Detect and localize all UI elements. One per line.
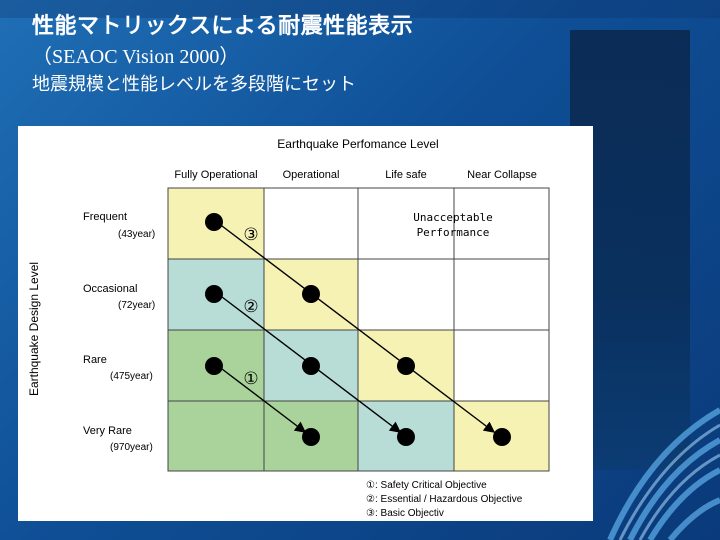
point-very-rare-operational xyxy=(302,428,320,446)
legend-safety-critical: ①: Safety Critical Objective xyxy=(366,480,487,491)
row-label-frequent: Frequent xyxy=(83,211,127,223)
marker-safety-critical-objective: ① xyxy=(243,369,258,388)
slide-subtitle-source: （SEAOC Vision 2000） xyxy=(32,46,240,68)
point-occasional-operational xyxy=(302,285,320,303)
performance-matrix-panel: Earthquake Perfomance Level Earthquake D… xyxy=(18,126,593,521)
top-band xyxy=(0,0,720,18)
unacceptable-label-line1: Unacceptable xyxy=(413,211,492,224)
point-rare-operational xyxy=(302,357,320,375)
column-header-fully-operational: Fully Operational xyxy=(174,169,257,181)
row-period-rare: (475year) xyxy=(110,371,153,382)
cell-occasional-near-collapse xyxy=(454,259,549,330)
point-rare-life-safe xyxy=(397,357,415,375)
legend-essential-hazardous: ②: Essential / Hazardous Objective xyxy=(366,494,523,505)
performance-points xyxy=(205,213,511,446)
legend-basic: ③: Basic Objectiv xyxy=(366,508,444,519)
marker-essential-objective: ② xyxy=(243,297,258,316)
arrow-safety-critical-objective xyxy=(210,358,307,433)
row-label-rare: Rare xyxy=(83,354,107,366)
row-label-very-rare: Very Rare xyxy=(83,425,132,437)
column-header-life-safe: Life safe xyxy=(385,169,427,181)
performance-matrix-diagram: Earthquake Perfomance Level Earthquake D… xyxy=(27,137,550,519)
slide-title: 性能マトリックスによる耐震性能表示 xyxy=(32,14,414,39)
column-header-operational: Operational xyxy=(283,169,340,181)
slide-subtitle-description: 地震規模と性能レベルを多段階にセット xyxy=(32,74,356,95)
performance-level-title: Earthquake Perfomance Level xyxy=(277,137,438,151)
cell-rare-near-collapse xyxy=(454,330,549,401)
point-frequent-fully-operational xyxy=(205,213,223,231)
point-very-rare-near-collapse xyxy=(493,428,511,446)
cell-frequent-operational xyxy=(264,188,358,259)
column-header-near-collapse: Near Collapse xyxy=(467,169,537,181)
row-period-very-rare: (970year) xyxy=(110,442,153,453)
row-label-occasional: Occasional xyxy=(83,283,137,295)
design-level-title: Earthquake Design Level xyxy=(27,262,41,396)
row-period-frequent: (43year) xyxy=(118,229,155,240)
unacceptable-label-line2: Performance xyxy=(417,226,490,239)
point-rare-fully-operational xyxy=(205,357,223,375)
marker-basic-objective: ③ xyxy=(243,225,258,244)
point-very-rare-life-safe xyxy=(397,428,415,446)
row-period-occasional: (72year) xyxy=(118,300,155,311)
decorative-leaf-icon xyxy=(607,407,720,540)
cell-very-rare-fully-operational xyxy=(168,401,264,471)
cell-occasional-life-safe xyxy=(358,259,454,330)
point-occasional-fully-operational xyxy=(205,285,223,303)
